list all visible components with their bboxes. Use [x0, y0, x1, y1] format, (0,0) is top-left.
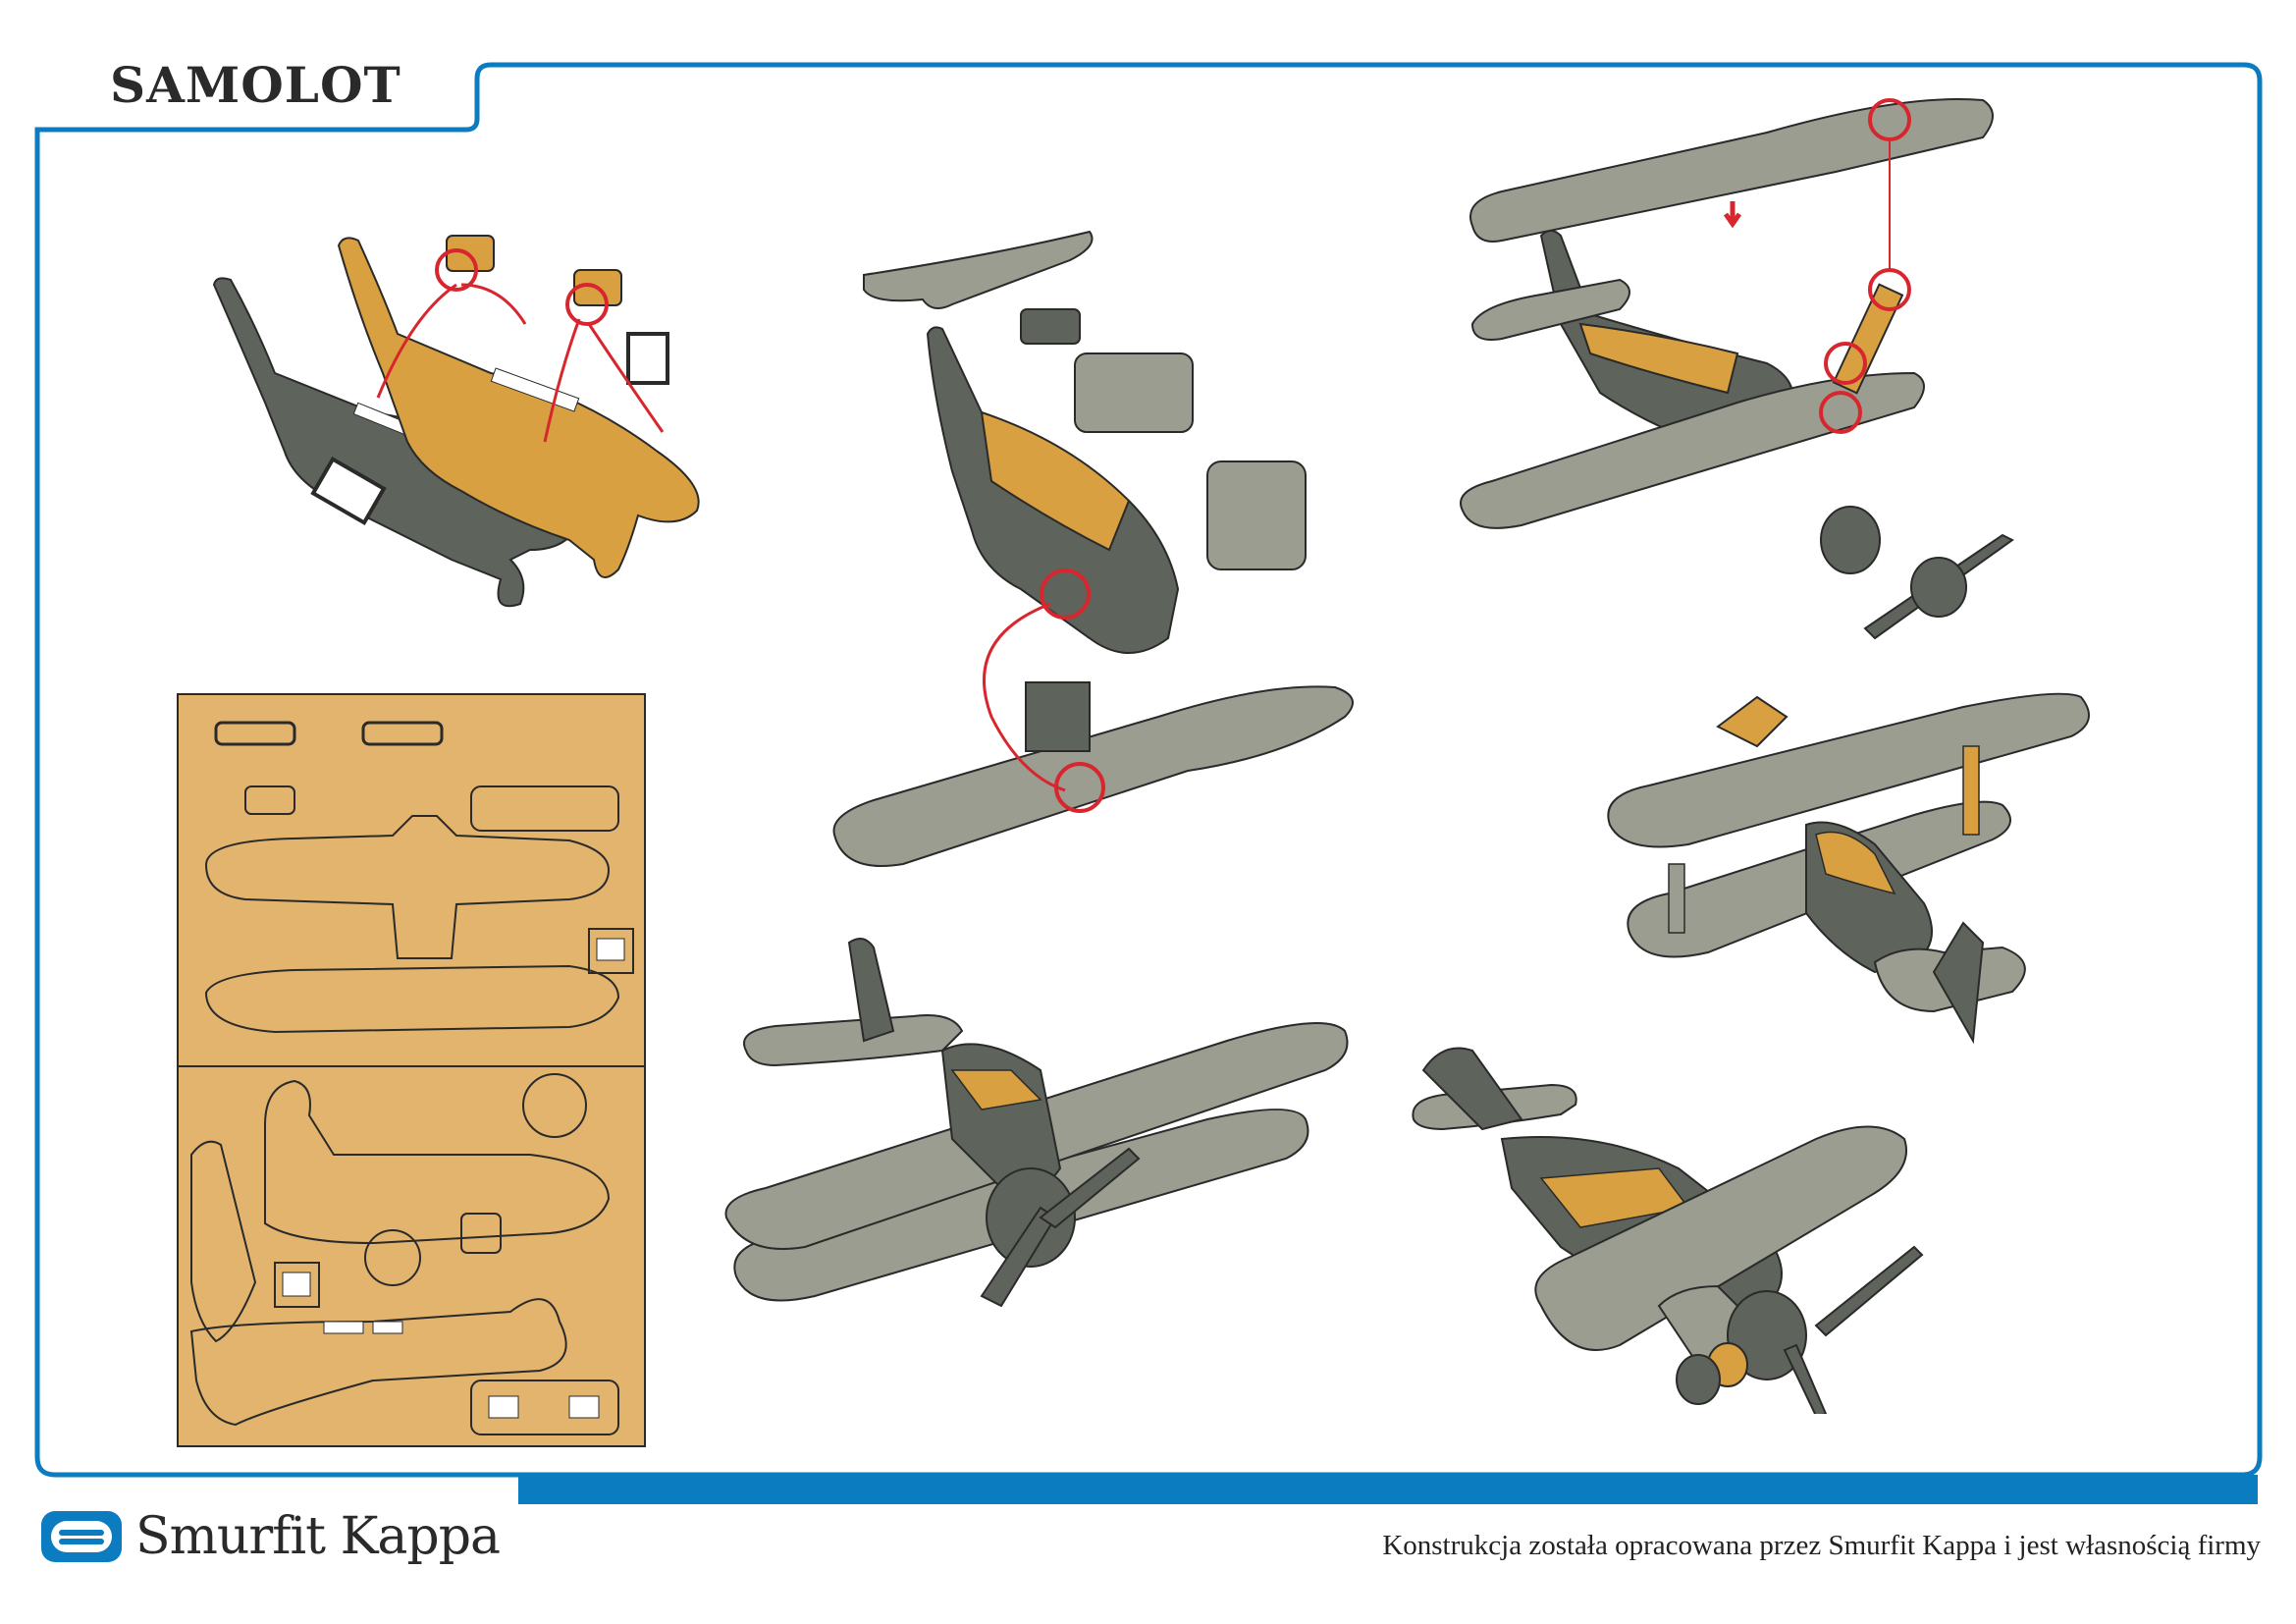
- finished-biplane-view-2: [724, 938, 1349, 1308]
- smurfit-kappa-logo-icon: [41, 1511, 122, 1562]
- fuselage-halves-assembly-illustration: [212, 235, 700, 608]
- tail-and-lower-wing-assembly-illustration: [832, 230, 1354, 867]
- brand-logo: Smurfit Kappa: [41, 1502, 501, 1571]
- copyright-notice: Konstrukcja została opracowana przez Smu…: [1382, 1530, 2261, 1561]
- footer-bar: [518, 1475, 2258, 1504]
- die-cut-sheet-illustration: [177, 693, 646, 1447]
- brand-name: Smurfit Kappa: [135, 1507, 501, 1566]
- page-title: SAMOLOT: [110, 56, 401, 114]
- finished-biplane-view-1: [1607, 692, 2090, 1045]
- finished-biplane-view-3: [1412, 1047, 1924, 1414]
- upper-wing-and-propeller-assembly-illustration: [1460, 97, 2014, 640]
